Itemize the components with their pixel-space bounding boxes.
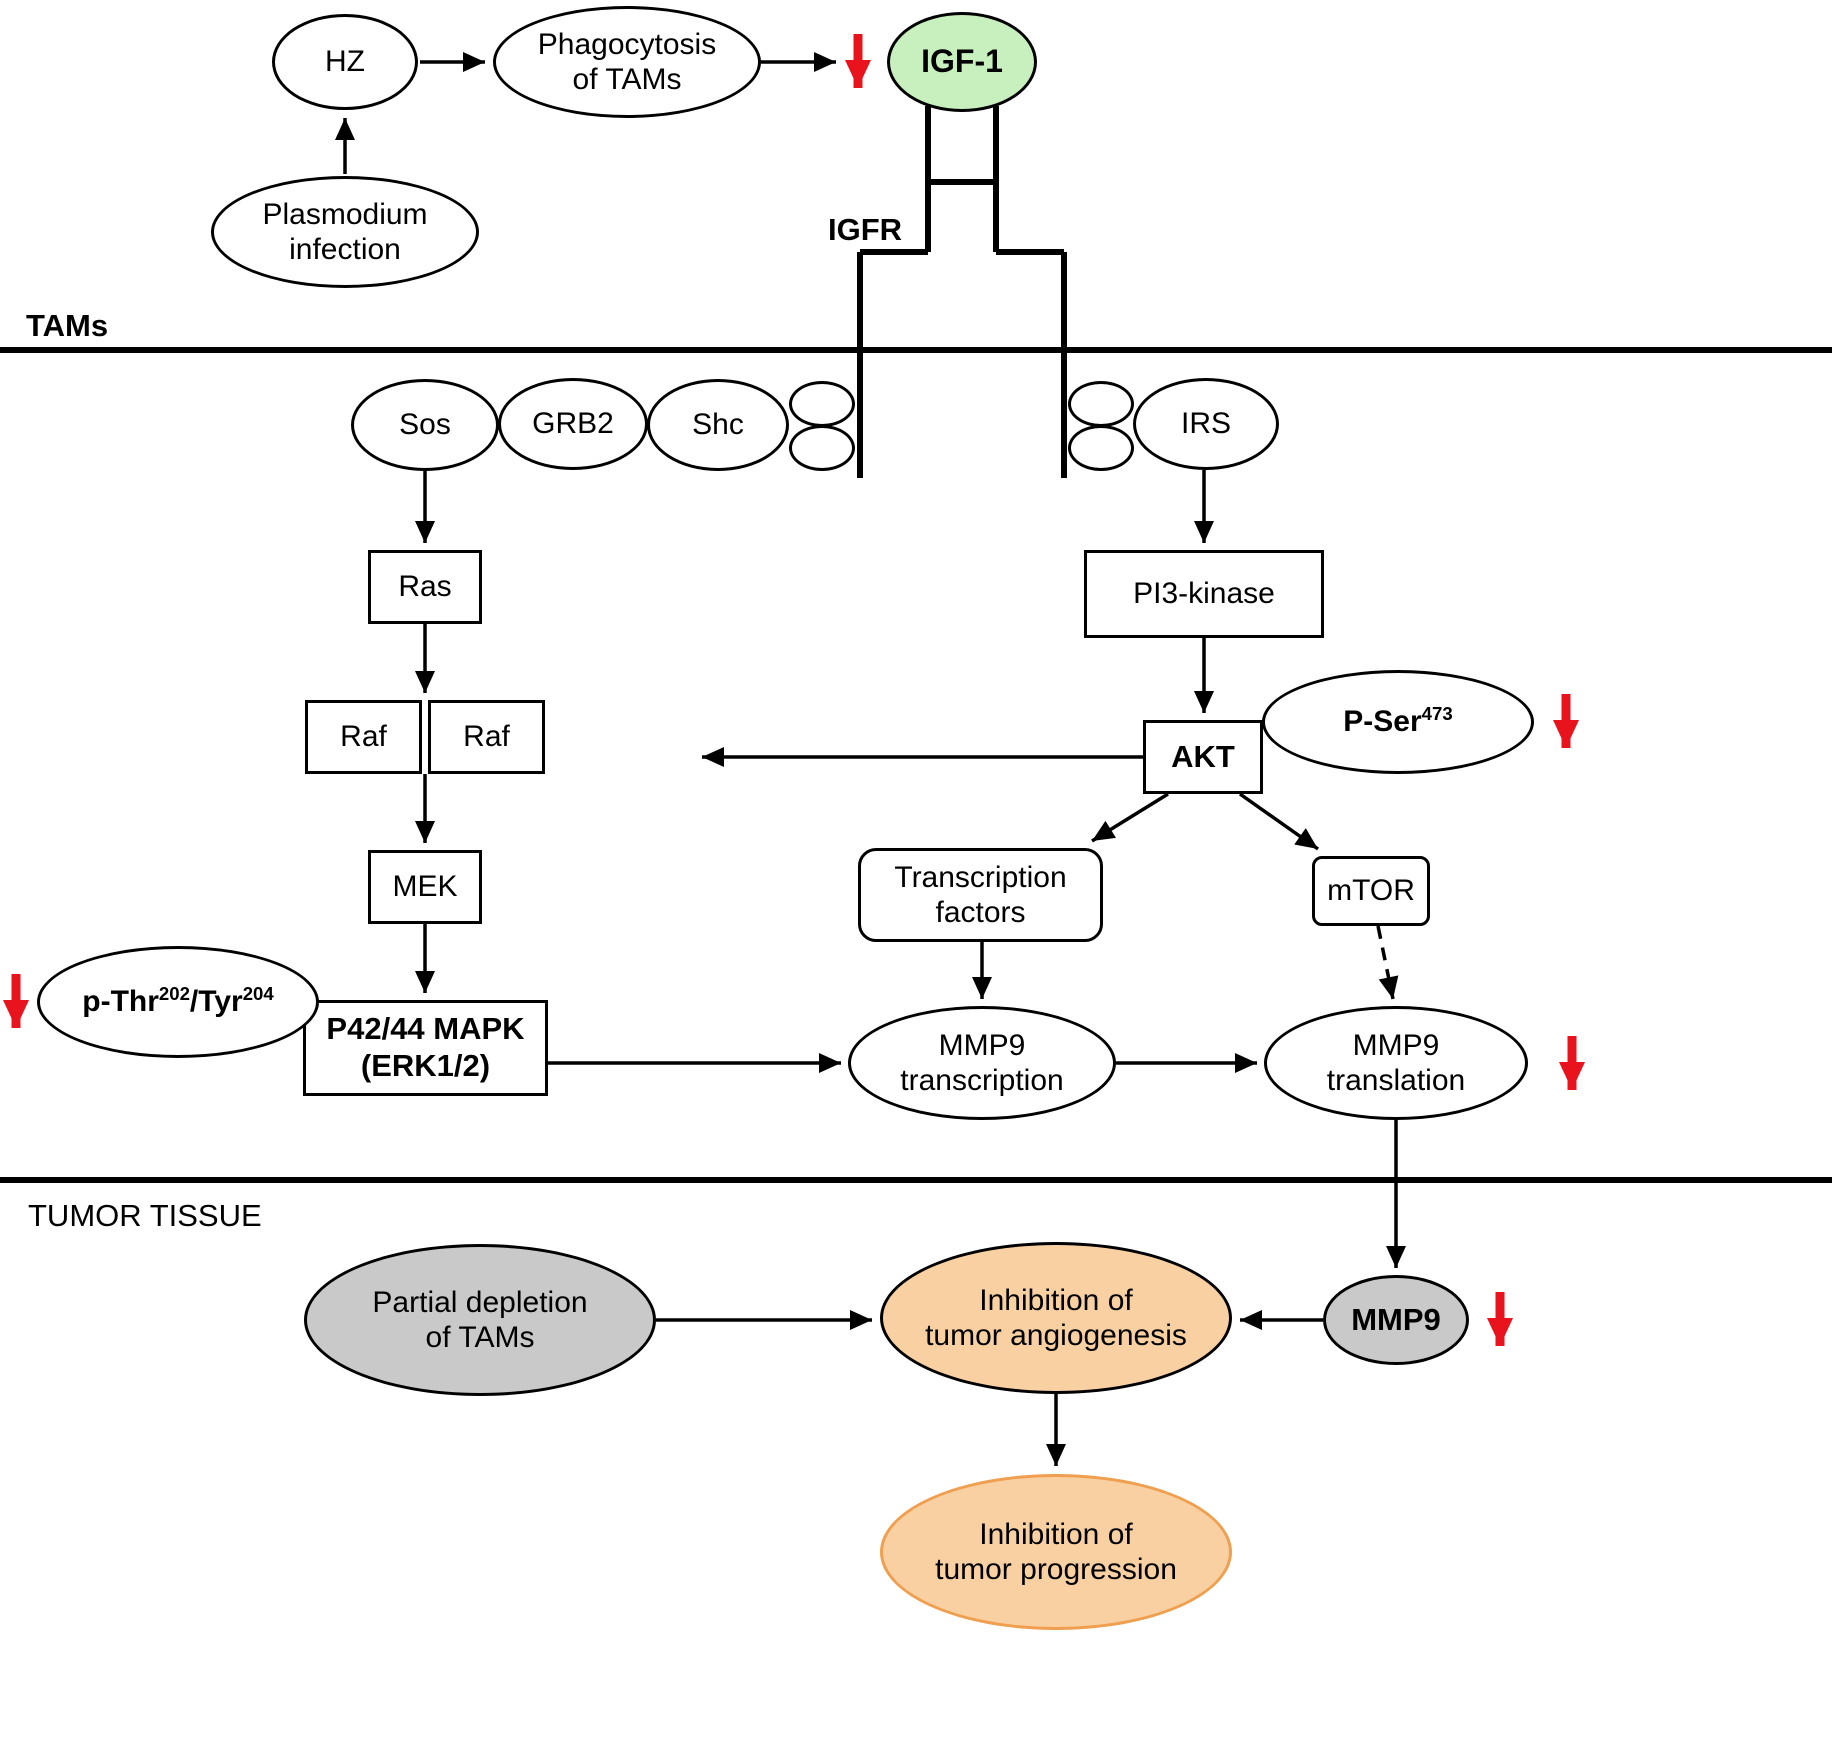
mek-label: MEK: [392, 870, 458, 904]
akt-label: AKT: [1171, 738, 1235, 774]
p-thr-label-mid: /Tyr: [189, 985, 243, 1019]
node-akt: AKT: [1143, 720, 1263, 794]
node-p-ser473: P-Ser473: [1262, 670, 1534, 774]
node-raf-right: Raf: [428, 700, 545, 774]
node-raf-left: Raf: [305, 700, 422, 774]
transcription-factors-label: Transcription factors: [894, 860, 1067, 929]
node-pi3-kinase: PI3-kinase: [1084, 550, 1324, 638]
node-mtor: mTOR: [1312, 856, 1430, 926]
p-ser-label-base: P-Ser: [1343, 705, 1422, 739]
partial-depletion-label: Partial depletion of TAMs: [372, 1285, 588, 1354]
mapk-label: P42/44 MAPK (ERK1/2): [326, 1011, 525, 1083]
irs-label: IRS: [1180, 407, 1231, 441]
node-sos: Sos: [351, 379, 499, 471]
node-mmp9-translation: MMP9 translation: [1264, 1006, 1528, 1120]
mmp9-transcription-label: MMP9 transcription: [900, 1028, 1064, 1097]
node-mmp9-transcription: MMP9 transcription: [848, 1006, 1116, 1120]
docking-site-ellipse: [789, 381, 855, 427]
mtor-label: mTOR: [1327, 874, 1415, 908]
tumor-progression-label: Inhibition of tumor progression: [935, 1517, 1177, 1586]
node-mek: MEK: [368, 850, 482, 924]
node-ras: Ras: [368, 550, 482, 624]
docking-site-ellipse: [789, 425, 855, 471]
p-thr-label-sup2: 204: [242, 983, 274, 1005]
grb2-label: GRB2: [532, 407, 614, 441]
mmp9-translation-label: MMP9 translation: [1326, 1028, 1466, 1097]
p-ser-label-sup: 473: [1421, 703, 1453, 725]
shc-label: Shc: [692, 408, 744, 442]
tumor-tissue-section-label: TUMOR TISSUE: [28, 1198, 262, 1233]
ras-label: Ras: [398, 570, 452, 604]
node-inhibition-tumor-progression: Inhibition of tumor progression: [880, 1474, 1232, 1630]
node-hz: HZ: [272, 14, 418, 110]
node-plasmodium-infection: Plasmodium infection: [211, 176, 479, 288]
tumor-angiogenesis-label: Inhibition of tumor angiogenesis: [925, 1283, 1187, 1352]
phagocytosis-label: Phagocytosis of TAMs: [537, 27, 717, 96]
tams-section-label: TAMs: [26, 308, 109, 343]
docking-site-ellipse: [1068, 425, 1134, 471]
node-p-thr202-tyr204: p-Thr202/Tyr204: [37, 946, 319, 1058]
igf1-label: IGF-1: [921, 43, 1003, 80]
node-transcription-factors: Transcription factors: [858, 848, 1103, 942]
arrow-akt-to-mtor: [1238, 792, 1320, 851]
node-mmp9: MMP9: [1323, 1275, 1469, 1365]
sos-label: Sos: [399, 408, 451, 442]
pi3-kinase-label: PI3-kinase: [1133, 577, 1275, 611]
raf-right-label: Raf: [463, 720, 510, 754]
raf-left-label: Raf: [340, 720, 387, 754]
node-irs: IRS: [1133, 378, 1279, 470]
arrow-akt-to-transcription-factors: [1091, 792, 1169, 843]
plasmodium-label: Plasmodium infection: [262, 197, 428, 266]
mmp9-label: MMP9: [1351, 1301, 1441, 1337]
igfr-label: IGFR: [828, 212, 903, 247]
node-p42-44-mapk: P42/44 MAPK (ERK1/2): [303, 1000, 548, 1096]
docking-site-ellipse: [1068, 381, 1134, 427]
node-grb2: GRB2: [498, 378, 648, 470]
node-phagocytosis: Phagocytosis of TAMs: [493, 6, 761, 118]
igfr-receptor-lines: [857, 106, 1067, 478]
node-shc: Shc: [647, 379, 789, 471]
node-partial-depletion-of-tams: Partial depletion of TAMs: [304, 1244, 656, 1396]
p-thr-label: p-Thr202/Tyr204: [82, 984, 274, 1019]
p-ser-label: P-Ser473: [1343, 704, 1452, 739]
node-inhibition-tumor-angiogenesis: Inhibition of tumor angiogenesis: [880, 1242, 1232, 1394]
p-thr-label-base: p-Thr: [82, 985, 159, 1019]
hz-label: HZ: [325, 45, 365, 79]
arrow-mtor-to-mmp9-translation-dashed: [1376, 925, 1399, 1000]
p-thr-label-sup1: 202: [158, 983, 190, 1005]
node-igf1: IGF-1: [887, 12, 1037, 112]
